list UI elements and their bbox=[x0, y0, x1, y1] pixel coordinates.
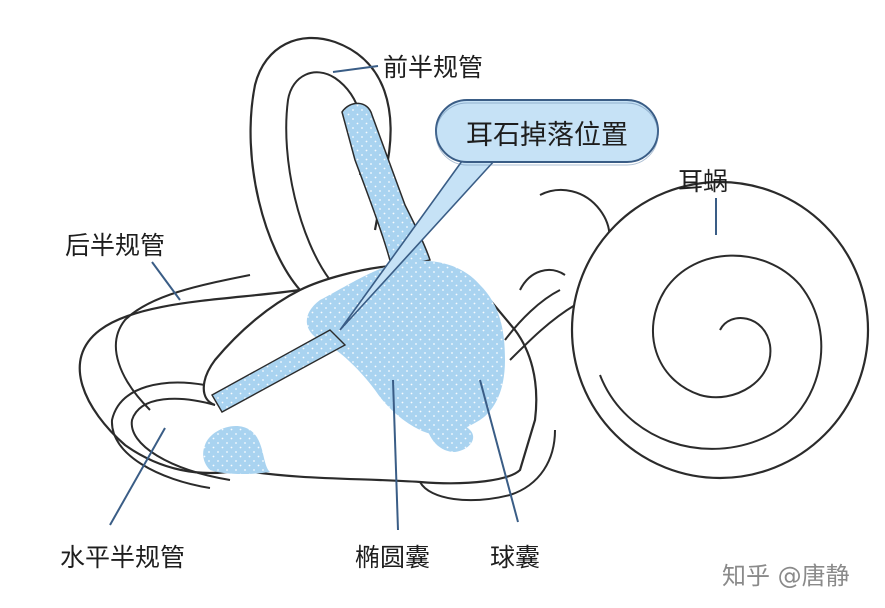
label-saccule: 球囊 bbox=[490, 543, 541, 572]
utricle-saccule-fluid bbox=[306, 260, 505, 435]
anterior-canal-outline bbox=[249, 37, 392, 291]
label-horizontal-canal: 水平半规管 bbox=[60, 543, 186, 572]
cochlear-duct bbox=[504, 289, 576, 361]
label-otolith-position: 耳石掉落位置 bbox=[466, 120, 628, 151]
leader-saccule bbox=[479, 379, 519, 523]
posterior-ampulla-fluid bbox=[203, 425, 270, 475]
label-posterior-canal: 后半规管 bbox=[65, 231, 166, 260]
anterior-duct-fluid bbox=[341, 102, 431, 269]
cochlea-spiral bbox=[599, 254, 823, 450]
leader-posterior bbox=[151, 261, 181, 301]
label-utricle: 椭圆囊 bbox=[355, 543, 431, 572]
leader-horizontal bbox=[109, 427, 166, 526]
leader-utricle bbox=[392, 379, 399, 531]
label-anterior-canal: 前半规管 bbox=[383, 53, 484, 82]
posterior-canal-outline bbox=[78, 288, 301, 475]
leader-anterior bbox=[332, 65, 379, 73]
watermark: 知乎 @唐静 bbox=[722, 562, 850, 590]
label-cochlea: 耳蜗 bbox=[678, 167, 729, 196]
horizontal-canal-outline bbox=[130, 397, 231, 481]
horizontal-duct-fluid bbox=[211, 329, 347, 413]
